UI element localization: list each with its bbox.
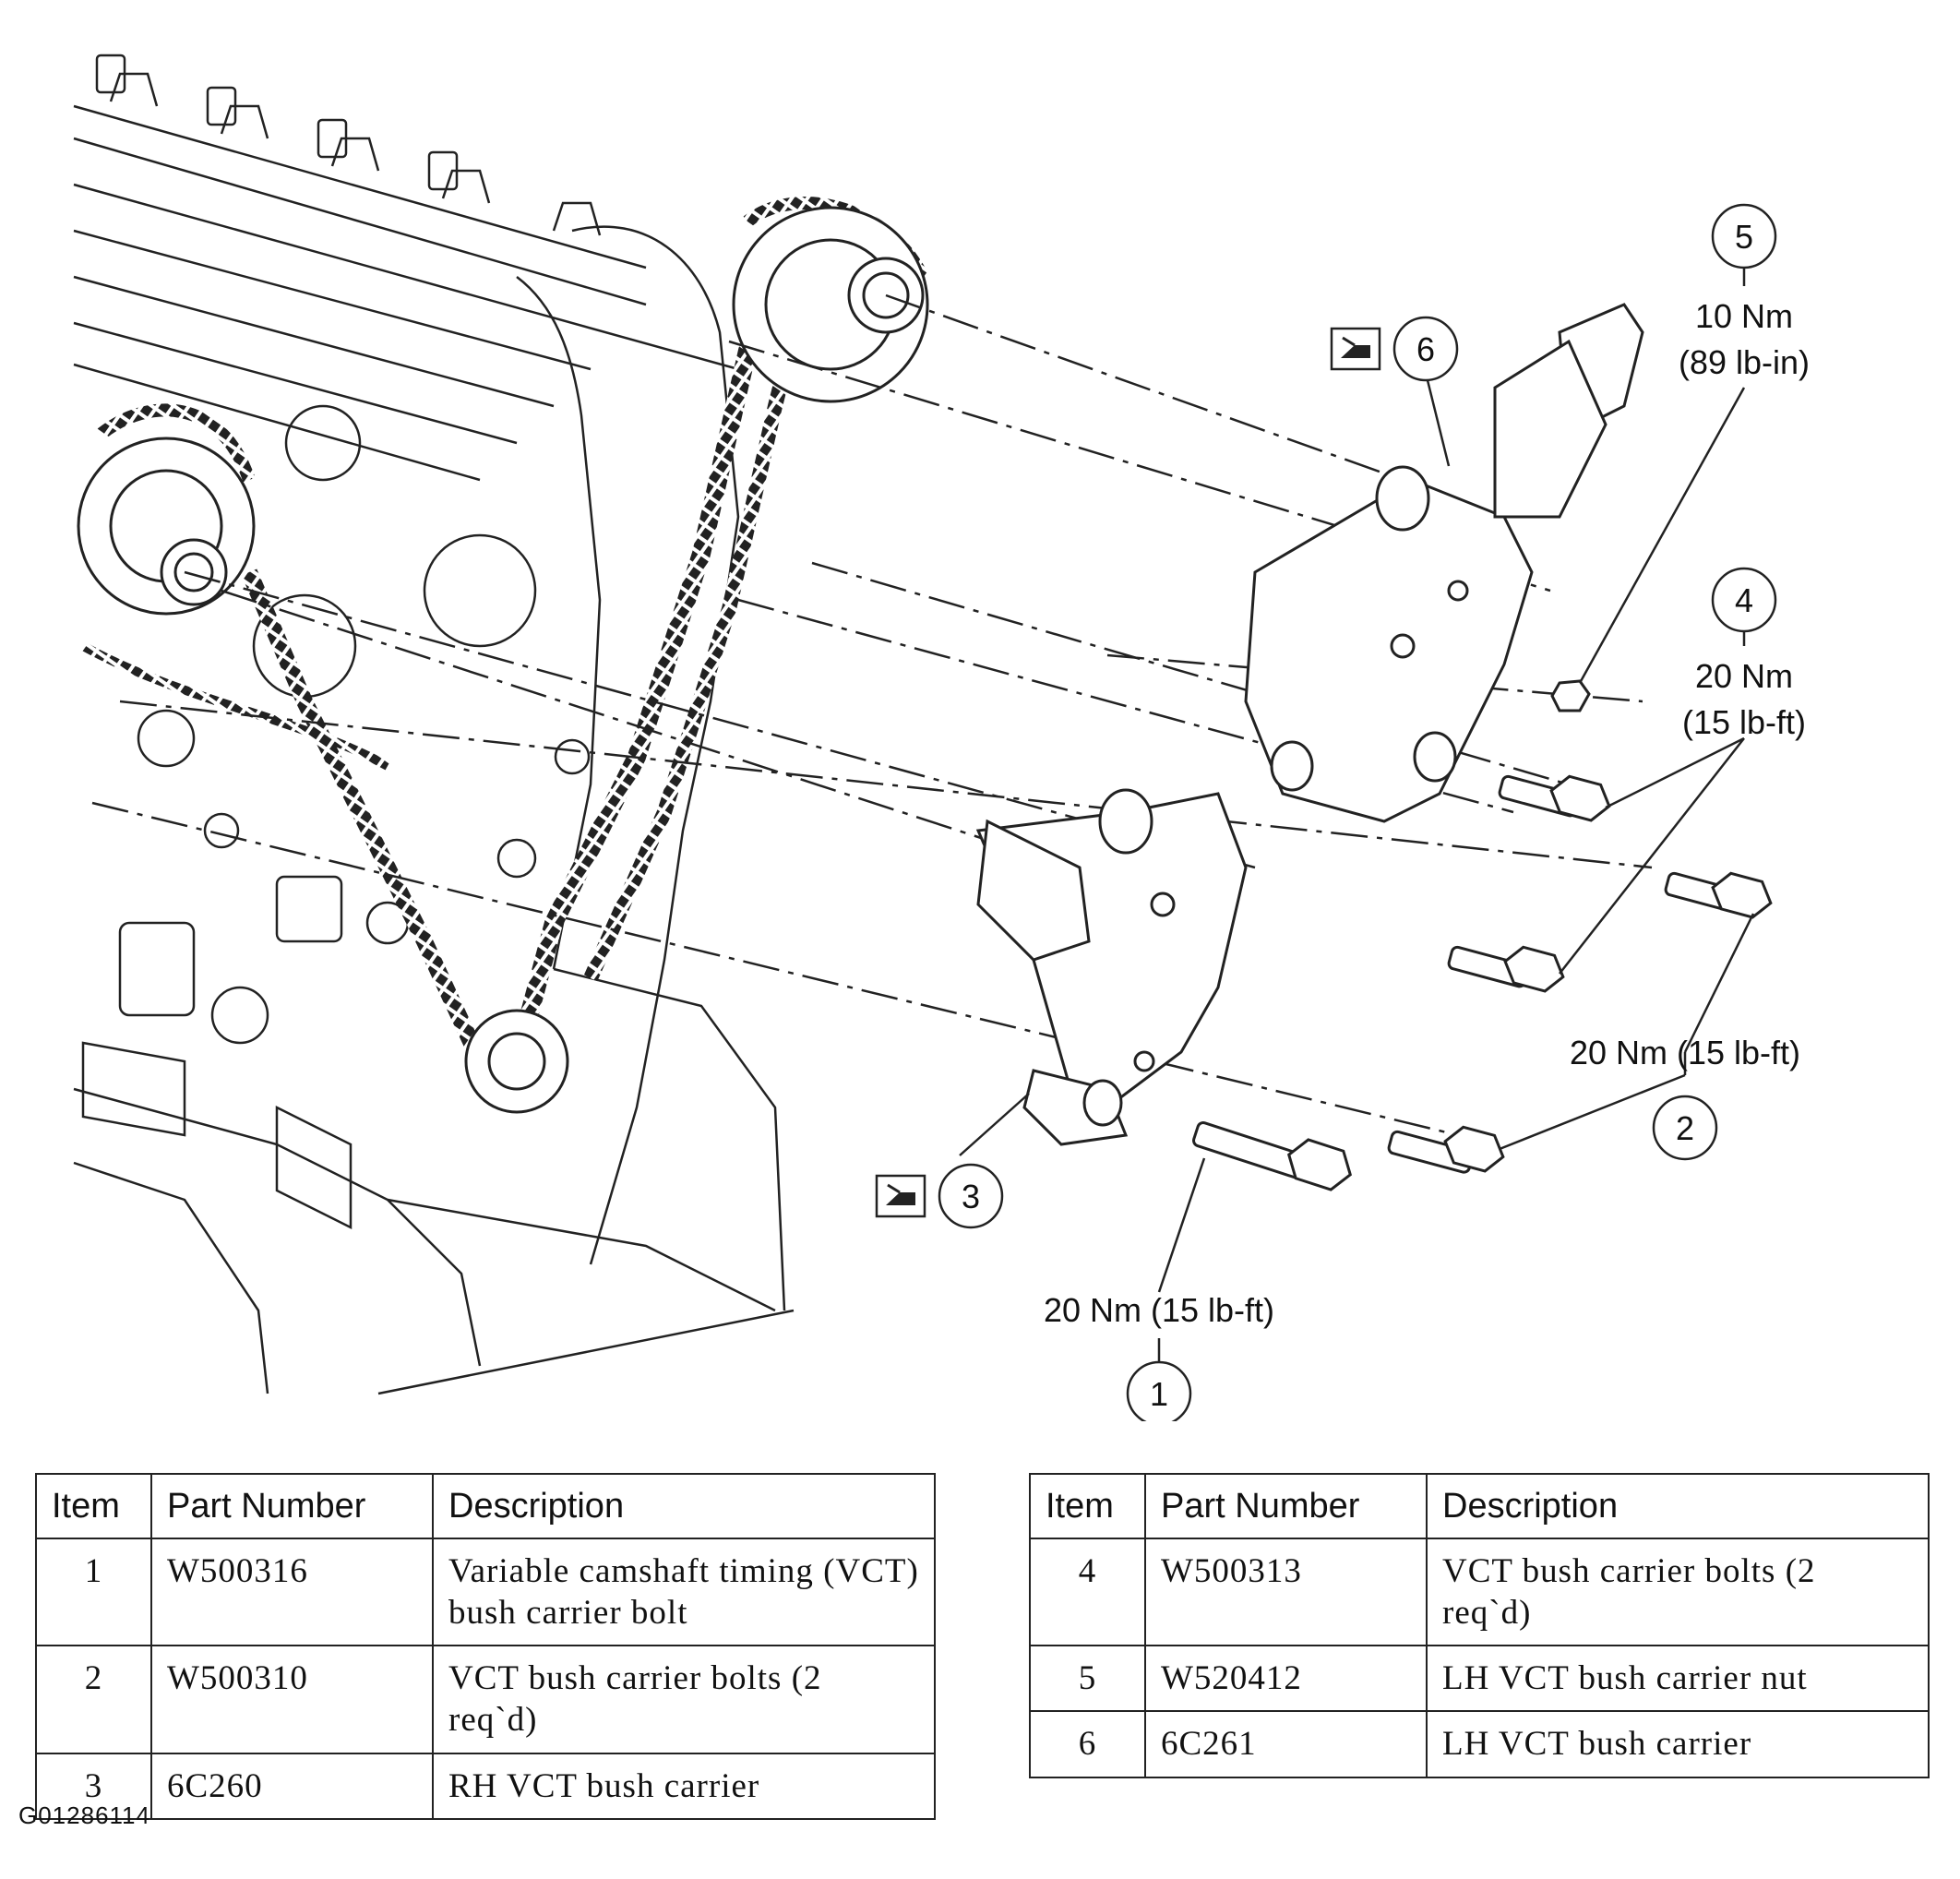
callout-5: 5 10 Nm (89 lb-in) — [1679, 203, 1810, 381]
callout-5-number: 5 — [1735, 218, 1753, 256]
lh-vct-bush-carrier — [1244, 303, 1644, 823]
oil-can-icon — [875, 1174, 926, 1218]
cell-part-number: 6C260 — [150, 1752, 434, 1820]
cell-item: 5 — [1029, 1645, 1146, 1713]
callout-6: 6 — [1330, 316, 1459, 382]
callout-3-number: 3 — [962, 1178, 980, 1215]
callout-1: 20 Nm (15 lb-ft) 1 — [1044, 1291, 1274, 1421]
table-row: 2 W500310 VCT bush carrier bolts (2 req`… — [35, 1645, 936, 1754]
cell-description: Variable camshaft timing (VCT) bush carr… — [432, 1537, 936, 1647]
leader-lines — [959, 268, 1755, 1370]
callout-2-torque: 20 Nm (15 lb-ft) — [1570, 1034, 1800, 1071]
bolt-item-2a — [1387, 1125, 1505, 1174]
cell-part-number: 6C261 — [1144, 1710, 1428, 1778]
callout-4: 4 20 Nm (15 lb-ft) — [1682, 567, 1806, 741]
callout-4-torque-nm: 20 Nm — [1695, 657, 1793, 695]
cell-item: 1 — [35, 1537, 152, 1647]
rh-vct-bush-carrier — [975, 788, 1248, 1146]
cell-part-number: W500316 — [150, 1537, 434, 1647]
assembly-centerlines — [91, 293, 1653, 1137]
cell-description: VCT bush carrier bolts (2 req`d) — [1426, 1537, 1930, 1647]
header-part-number: Part Number — [150, 1473, 434, 1539]
cell-description: VCT bush carrier bolts (2 req`d) — [432, 1645, 936, 1754]
callout-2-number: 2 — [1676, 1109, 1694, 1147]
cell-item: 4 — [1029, 1537, 1146, 1647]
table-row: 6 6C261 LH VCT bush carrier — [1029, 1710, 1930, 1778]
header-item: Item — [1029, 1473, 1146, 1539]
table-row: 4 W500313 VCT bush carrier bolts (2 req`… — [1029, 1537, 1930, 1647]
cell-description: LH VCT bush carrier nut — [1426, 1645, 1930, 1713]
callout-2: 20 Nm (15 lb-ft) 2 — [1570, 1034, 1800, 1161]
bolt-item-2b — [1664, 871, 1773, 919]
callout-5-torque-imperial: (89 lb-in) — [1679, 343, 1810, 381]
cell-description: LH VCT bush carrier — [1426, 1710, 1930, 1778]
bolt-item-4b — [1498, 774, 1611, 822]
cell-item: 3 — [35, 1752, 152, 1820]
header-description: Description — [1426, 1473, 1930, 1539]
parts-table-right: Item Part Number Description 4 W500313 V… — [1029, 1473, 1930, 1778]
callout-4-number: 4 — [1735, 581, 1753, 619]
table-header-row: Item Part Number Description — [35, 1473, 936, 1539]
callout-3: 3 — [875, 1163, 1004, 1229]
callout-1-number: 1 — [1150, 1375, 1168, 1413]
cell-item: 6 — [1029, 1710, 1146, 1778]
bolt-item-1 — [1192, 1121, 1353, 1191]
cell-description: RH VCT bush carrier — [432, 1752, 936, 1820]
oil-can-icon — [1330, 327, 1381, 371]
figure-code: G01286114 — [18, 1801, 150, 1829]
cell-part-number: W520412 — [1144, 1645, 1428, 1713]
engine-block — [73, 54, 795, 1395]
header-description: Description — [432, 1473, 936, 1539]
cell-part-number: W500313 — [1144, 1537, 1428, 1647]
cell-item: 2 — [35, 1645, 152, 1754]
fasteners — [1192, 679, 1773, 1191]
cam-sprockets — [77, 206, 929, 1114]
callout-6-number: 6 — [1416, 330, 1435, 368]
parts-table-left: Item Part Number Description 1 W500316 V… — [35, 1473, 936, 1820]
cell-part-number: W500310 — [150, 1645, 434, 1754]
callout-1-torque: 20 Nm (15 lb-ft) — [1044, 1291, 1274, 1329]
table-row: 5 W520412 LH VCT bush carrier nut — [1029, 1645, 1930, 1713]
engine-exploded-illustration: 20 Nm (15 lb-ft) 1 20 Nm (15 lb-ft) 2 3 … — [73, 54, 1810, 1421]
header-item: Item — [35, 1473, 152, 1539]
table-header-row: Item Part Number Description — [1029, 1473, 1930, 1539]
callout-4-torque-imperial: (15 lb-ft) — [1682, 703, 1806, 741]
table-row: 3 6C260 RH VCT bush carrier — [35, 1752, 936, 1820]
nut-item-5 — [1550, 679, 1591, 712]
bolt-item-4a — [1447, 945, 1565, 993]
header-part-number: Part Number — [1144, 1473, 1428, 1539]
table-row: 1 W500316 Variable camshaft timing (VCT)… — [35, 1537, 936, 1647]
callout-5-torque-nm: 10 Nm — [1695, 297, 1793, 335]
